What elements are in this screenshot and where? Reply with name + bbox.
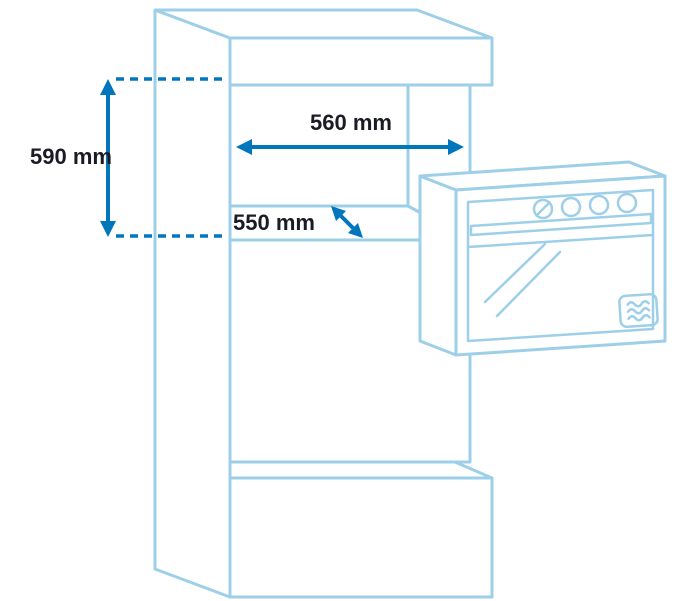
- base-drawer-top-face: [228, 460, 494, 480]
- cabinet-cornice-front: [228, 36, 494, 87]
- niche-height-label: 590 mm: [30, 144, 112, 169]
- oven-knob-3: [588, 194, 610, 216]
- oven-knob-1-indicator: [535, 201, 551, 217]
- niche-width-label: 560 mm: [310, 110, 392, 135]
- width-dimension-arrow: [236, 139, 464, 155]
- oven-knob-1: [532, 198, 554, 220]
- oven-knob-4: [616, 192, 638, 214]
- oven-door-top-line: [466, 233, 655, 249]
- steam-icon-frame: [618, 292, 659, 329]
- steam-icon: [618, 292, 659, 329]
- cabinet-side-panel: [153, 8, 232, 599]
- depth-dimension-arrow: [331, 206, 363, 238]
- oven: [418, 160, 667, 357]
- steam-icon-wave-2: [626, 307, 651, 315]
- oven-handle: [469, 212, 653, 237]
- base-drawer-front: [228, 476, 494, 599]
- height-dimension-arrow: [100, 79, 116, 237]
- steam-icon-wave-1: [626, 300, 650, 308]
- dimensions: 590 mm 560 mm 550 mm: [30, 77, 464, 238]
- oven-glass-reflection-1: [483, 242, 547, 304]
- oven-glass-reflection-2: [495, 250, 562, 318]
- oven-side-face: [418, 174, 458, 357]
- niche-depth-label: 550 mm: [233, 210, 315, 235]
- steam-icon-wave-3: [627, 314, 651, 322]
- oven-knob-2: [560, 196, 582, 218]
